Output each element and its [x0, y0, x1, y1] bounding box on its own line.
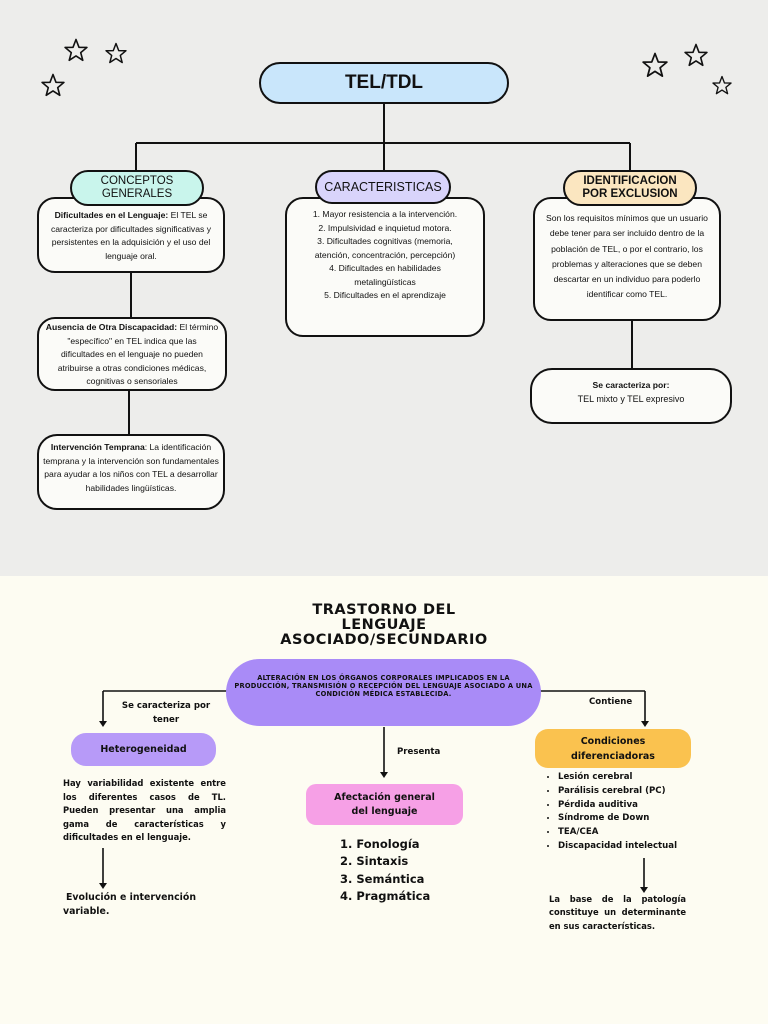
conceptos-header: CONCEPTOS GENERALES — [70, 170, 204, 206]
identificacion-header-label: IDENTIFICACION POR EXCLUSION — [582, 174, 678, 201]
bottom-title: TRASTORNO DEL LENGUAJE ASOCIADO/SECUNDAR… — [234, 603, 534, 648]
list-item: 4. Dificultades en habilidades metalingü… — [329, 263, 441, 287]
title-label: TEL/TDL — [344, 72, 424, 93]
central-text: ALTERACIÓN EN LOS ÓRGANOS CORPORALES IMP… — [234, 673, 533, 699]
conceptos-box-1-text: Dificultades en el Lenguaje: El TEL se c… — [50, 210, 211, 261]
condiciones-header: Condiciones diferenciadoras — [535, 729, 691, 768]
identificacion-sub-box: Se caracteriza por: TEL mixto y TEL expr… — [530, 368, 732, 424]
conceptos-header-label: CONCEPTOS GENERALES — [100, 175, 174, 200]
list-item: 1. Mayor resistencia a la intervención. — [312, 209, 458, 219]
conceptos-box-3: Intervención Temprana: La identificación… — [37, 434, 225, 510]
identificacion-box: Son los requisitos mínimos que un usuari… — [533, 197, 721, 321]
list-item: 3. Dificultades cognitivas (memoria, ate… — [314, 236, 456, 260]
central-node: ALTERACIÓN EN LOS ÓRGANOS CORPORALES IMP… — [226, 659, 541, 726]
identificacion-sub-term: Se caracteriza por: — [592, 380, 670, 390]
list-item: Síndrome de Down — [558, 812, 677, 826]
bottom-title-line-2: LENGUAJE — [341, 617, 427, 633]
list-item: 5. Dificultades en el aprendizaje — [324, 290, 446, 300]
label-presenta: Presenta — [397, 747, 441, 757]
identificacion-text: Son los requisitos mínimos que un usuari… — [546, 213, 708, 300]
list-item: Discapacidad intelectual — [558, 840, 677, 854]
caracteristicas-header-label: CARACTERISTICAS — [324, 180, 442, 194]
afectacion-header: Afectación general del lenguaje — [306, 784, 463, 825]
heterogeneidad-text: Hay variabilidad existente entre los dif… — [63, 778, 226, 842]
list-item: Parálisis cerebral (PC) — [558, 785, 677, 799]
list-item: Lesión cerebral — [558, 771, 677, 785]
caracteristicas-header: CARACTERISTICAS — [315, 170, 451, 204]
list-item: 3. Semántica — [340, 871, 425, 886]
conceptos-box-3-text: Intervención Temprana: La identificación… — [43, 442, 219, 493]
heterogeneidad-header-label: Heterogeneidad — [100, 744, 187, 755]
caracteristicas-list: 1. Mayor resistencia a la intervención. … — [301, 208, 469, 303]
label-contiene: Contiene — [589, 697, 633, 707]
list-item: 2. Sintaxis — [340, 854, 409, 869]
label-se-caracteriza: Se caracteriza por tener — [121, 701, 211, 725]
heterogeneidad-text-2: Evolución e intervención variable. — [63, 892, 196, 917]
condiciones-text: La base de la patología constituye un de… — [549, 894, 686, 931]
bottom-title-line-3: ASOCIADO/SECUNDARIO — [280, 632, 488, 648]
conceptos-box-1: Dificultades en el Lenguaje: El TEL se c… — [37, 197, 225, 273]
list-item: 1. Fonología — [340, 837, 420, 851]
title-node: TEL/TDL — [259, 62, 509, 104]
list-item: 4. Pragmática — [340, 888, 431, 903]
list-item: TEA/CEA — [558, 826, 677, 840]
list-item: Pérdida auditiva — [558, 799, 677, 813]
list-item: 2. Impulsividad e inquietud motora. — [318, 222, 452, 233]
identificacion-header: IDENTIFICACION POR EXCLUSION — [563, 170, 697, 206]
heterogeneidad-header: Heterogeneidad — [71, 733, 216, 766]
caracteristicas-box: 1. Mayor resistencia a la intervención. … — [285, 197, 485, 337]
conceptos-box-2: Ausencia de Otra Discapacidad: El términ… — [37, 317, 227, 391]
identificacion-sub-text: TEL mixto y TEL expresivo — [577, 393, 685, 404]
afectacion-header-label: Afectación general del lenguaje — [334, 791, 435, 817]
conceptos-box-2-text: Ausencia de Otra Discapacidad: El términ… — [45, 322, 219, 386]
bottom-title-line-1: TRASTORNO DEL — [312, 602, 456, 618]
afectacion-list: 1. Fonología 2. Sintaxis 3. Semántica 4.… — [340, 836, 430, 905]
condiciones-list: Lesión cerebral Parálisis cerebral (PC) … — [558, 771, 677, 854]
condiciones-header-label: Condiciones diferenciadoras — [571, 735, 655, 762]
